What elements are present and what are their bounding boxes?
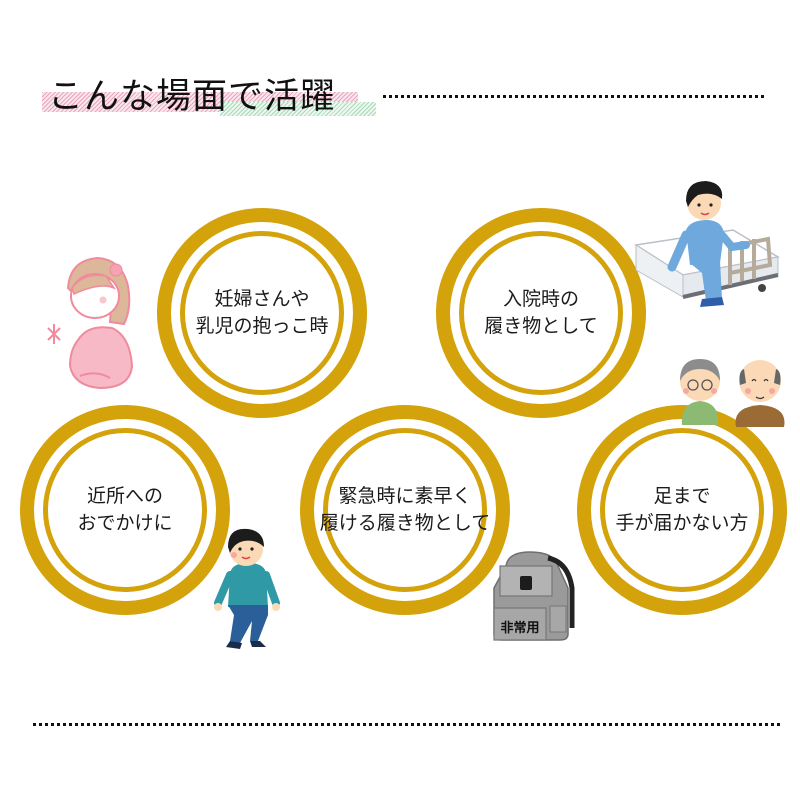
dotted-divider-top bbox=[383, 95, 766, 98]
elderly-couple-icon bbox=[680, 359, 785, 427]
inner-ring: 緊急時に素早く 履ける履き物として bbox=[320, 428, 490, 592]
scene-label-line1: 緊急時に素早く bbox=[338, 485, 472, 507]
section-heading: こんな場面で活躍 bbox=[40, 62, 380, 122]
inner-ring: 入院時の 履き物として bbox=[459, 231, 623, 395]
heading-title: こんな場面で活躍 bbox=[48, 77, 337, 117]
scene-label: 入院時の 履き物として bbox=[484, 286, 597, 340]
scene-label-line2: おでかけに bbox=[77, 512, 173, 534]
scene-circle-pregnant: 妊婦さんや 乳児の抱っこ時 bbox=[157, 208, 367, 418]
scene-label-line1: 近所への bbox=[86, 485, 163, 507]
backpack-label: 非常用 bbox=[500, 620, 539, 636]
heading-highlight-green bbox=[220, 102, 376, 116]
scene-label-line2: 手が届かない方 bbox=[615, 512, 749, 534]
inner-ring: 近所への おでかけに bbox=[43, 428, 207, 592]
scene-label-line1: 入院時の bbox=[502, 288, 579, 310]
inner-ring: 足まで 手が届かない方 bbox=[600, 428, 764, 592]
dotted-divider-bottom bbox=[33, 723, 780, 726]
scene-label-line1: 足まで bbox=[653, 485, 711, 507]
scene-label: 妊婦さんや 乳児の抱っこ時 bbox=[195, 286, 328, 340]
emergency-backpack-icon: 非常用 bbox=[493, 551, 575, 641]
scene-label-line2: 履ける履き物として bbox=[319, 512, 491, 534]
scene-label-line2: 乳児の抱っこ時 bbox=[195, 315, 329, 337]
scene-label-line2: 履き物として bbox=[484, 315, 598, 337]
scene-circle-emergency: 緊急時に素早く 履ける履き物として bbox=[300, 405, 510, 615]
scene-circle-neighborhood: 近所への おでかけに bbox=[20, 405, 230, 615]
scene-circle-hospital: 入院時の 履き物として bbox=[436, 208, 646, 418]
walking-boy-icon bbox=[214, 528, 280, 649]
scene-label: 近所への おでかけに bbox=[77, 483, 172, 537]
inner-ring: 妊婦さんや 乳児の抱っこ時 bbox=[180, 231, 344, 395]
scene-label: 足まで 手が届かない方 bbox=[615, 483, 748, 537]
hospital-patient-icon bbox=[633, 181, 781, 307]
scene-label: 緊急時に素早く 履ける履き物として bbox=[320, 483, 490, 537]
pregnant-woman-icon bbox=[47, 256, 134, 390]
scene-circle-elderly: 足まで 手が届かない方 bbox=[577, 405, 787, 615]
scene-label-line1: 妊婦さんや bbox=[214, 288, 310, 310]
